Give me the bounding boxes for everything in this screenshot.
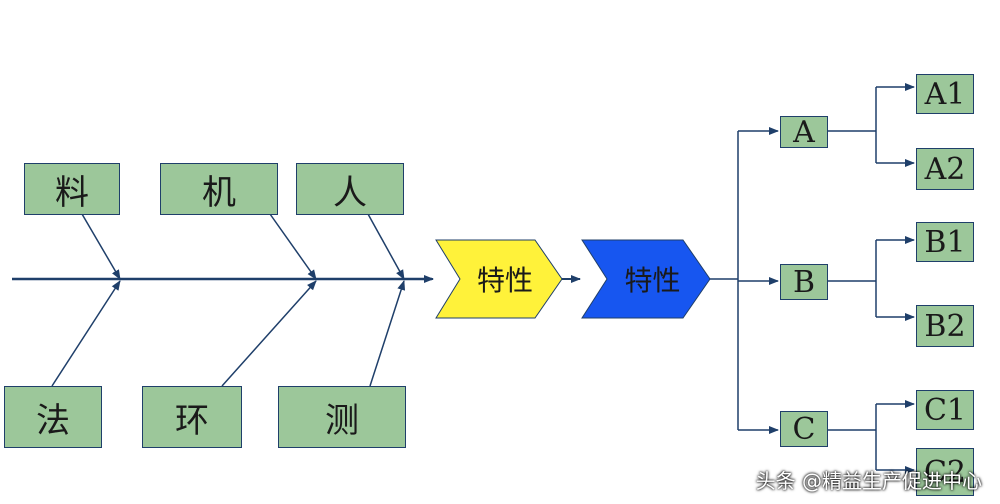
watermark-text: 头条 @精益生产促进中心 (755, 469, 982, 493)
branch-box-c: C (780, 411, 828, 447)
leaf-box-a2: A2 (916, 148, 974, 190)
branch-box-a: A (780, 115, 828, 150)
cause-box-ren: 人 (296, 163, 404, 215)
cause-box-liao: 料 (24, 163, 120, 215)
cause-box-ce: 测 (278, 386, 406, 448)
connector-fa (51, 280, 121, 387)
characteristic-label-2: 特性 (624, 264, 681, 297)
leaf-box-c2: C2 (916, 448, 974, 496)
branch-box-b: B (780, 264, 828, 300)
connector-huan (221, 280, 317, 387)
characteristic-label-1: 特性 (476, 264, 533, 297)
chevron-yellow (435, 239, 563, 319)
connector-ce (369, 280, 406, 387)
leaf-box-b1: B1 (916, 222, 974, 262)
connector-liao (81, 213, 121, 280)
chevron-blue (581, 239, 711, 319)
cause-box-ji: 机 (160, 163, 278, 215)
connector-ren (367, 213, 405, 280)
connector-ji (269, 213, 317, 280)
leaf-box-c1: C1 (916, 390, 974, 430)
cause-box-huan: 环 (142, 386, 242, 448)
leaf-box-b2: B2 (916, 305, 974, 347)
cause-box-fa: 法 (4, 386, 102, 448)
leaf-box-a1: A1 (916, 74, 974, 114)
